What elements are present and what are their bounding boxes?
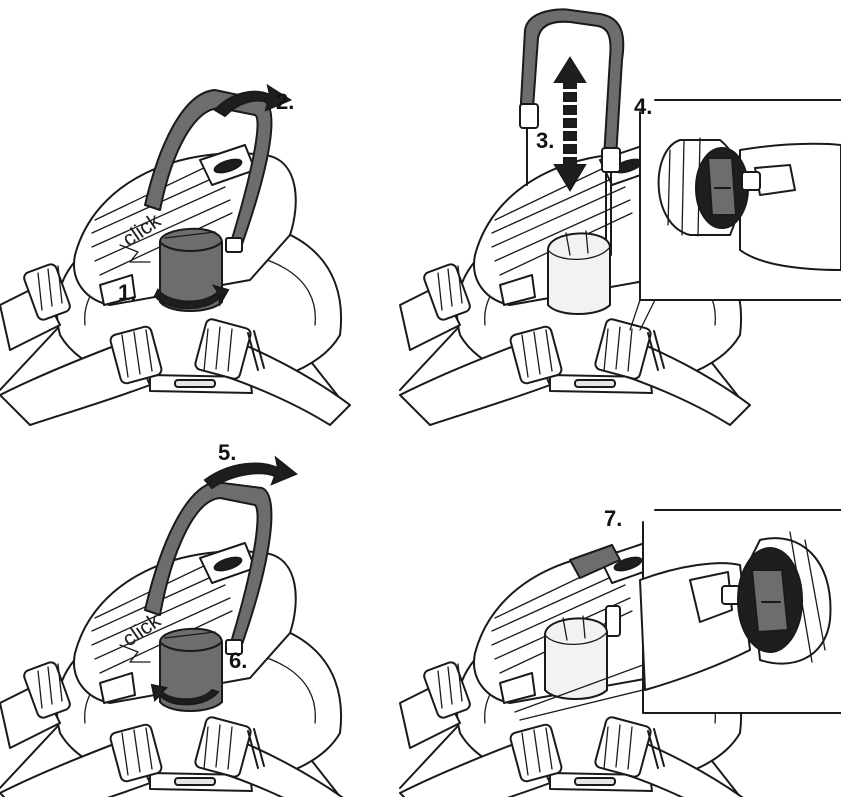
handle-pivot: [226, 238, 242, 252]
rotary-knob: [548, 231, 610, 314]
panel-bottom-left: click 5. 6.: [0, 440, 350, 797]
panel-bottom-right: 7.: [400, 506, 841, 797]
detail-callout-4: [630, 100, 841, 330]
step-label-2: 2.: [276, 89, 294, 114]
step-label-4: 4.: [634, 94, 652, 119]
vertical-double-arrow: [555, 58, 585, 190]
step-label-5: 5.: [218, 440, 236, 465]
step-label-6: 6.: [229, 648, 247, 673]
step-label-1: 1.: [118, 280, 136, 305]
handle-lock-right: [602, 148, 620, 172]
handle-lock-left: [520, 104, 538, 128]
step-label-7: 7.: [604, 506, 622, 531]
step-label-3: 3.: [536, 128, 554, 153]
panel-top-right: 3. 4.: [400, 9, 841, 425]
rotary-knob: [545, 616, 607, 699]
panel-top-left: click 1. 2.: [0, 86, 350, 425]
